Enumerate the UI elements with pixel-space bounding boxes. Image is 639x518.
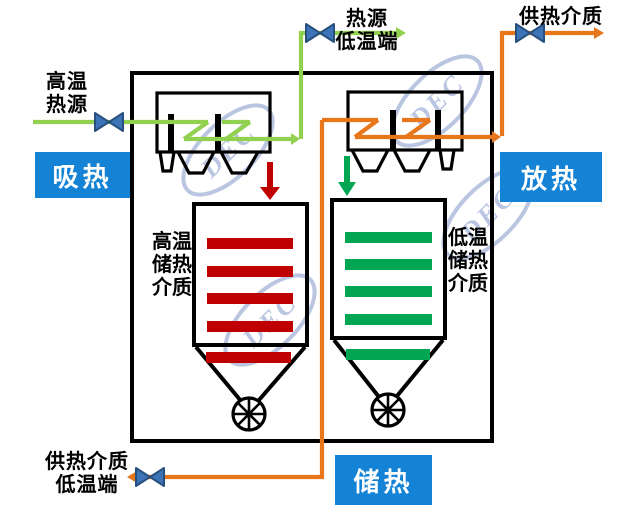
hx-right-hopper [392,149,432,173]
hx-right-baffle [390,110,396,150]
hot-tank-funnel [194,345,243,403]
valve-supply-cold-end [135,467,165,487]
hx-right-hopper [350,149,390,173]
hot-storage-tank [192,202,309,432]
label-hot-source: 高温 热源 [46,71,88,116]
supply-medium-line [127,27,604,483]
cold-medium-down-arrow [338,156,356,196]
mode-box-store-heat: 储热 [335,455,432,505]
hx-left-baffle [215,114,221,152]
hx-left-hopper [176,151,216,175]
valve-supply-medium [515,23,545,43]
hot-tank-funnel [257,345,307,402]
hx-left-hopper [219,151,260,175]
label-supply-medium: 供热介质 [519,6,603,28]
cold-storage-tank [330,198,447,428]
hx-right-hopper [438,149,456,171]
arrowhead [492,131,501,143]
cold-storage-stripes [345,232,432,360]
system-boundary-rect [130,71,494,443]
label-hot-storage-medium: 高温 储热 介质 [152,231,192,299]
arrowhead [396,27,406,39]
label-supply-cold-end: 供热介质 低温端 [45,451,129,496]
arrowhead [594,27,604,39]
valve-hot-source [94,112,124,132]
cold-tank-funnel [395,338,445,398]
mode-box-release-heat: 放热 [500,152,602,202]
hx-left-hopper [158,151,176,173]
label-cold-storage-medium: 低温 储热 介质 [448,227,488,295]
rotary-feeder-right [370,392,406,428]
label-source-cold-end: 热源 低温端 [335,8,399,53]
hot-storage-stripes [206,238,293,363]
cold-tank-funnel [332,338,381,399]
hot-medium-down-arrow [260,162,280,200]
hx-right-baffle [435,110,441,150]
mode-box-absorb-heat: 吸热 [35,152,130,198]
arrowhead [291,133,300,145]
arrowhead [127,471,137,483]
hx-left-baffle [168,114,174,152]
watermark-ellipse [390,54,484,148]
valve-source-cold-end [305,23,335,43]
rotary-feeder-left [231,396,267,432]
